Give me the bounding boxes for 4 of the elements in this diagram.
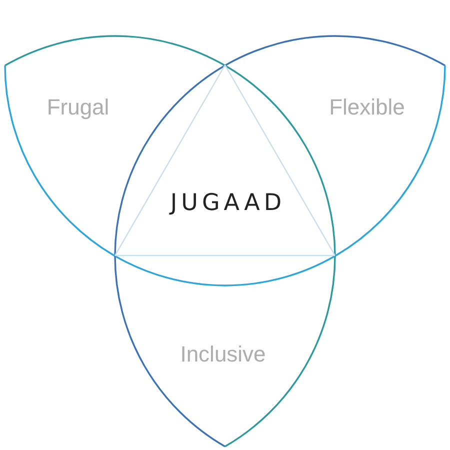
center-label: JUGAAD bbox=[168, 190, 286, 216]
petal-label: Inclusive bbox=[180, 342, 266, 366]
petal-label: Flexible bbox=[329, 95, 405, 119]
petal-label: Frugal bbox=[46, 95, 110, 119]
